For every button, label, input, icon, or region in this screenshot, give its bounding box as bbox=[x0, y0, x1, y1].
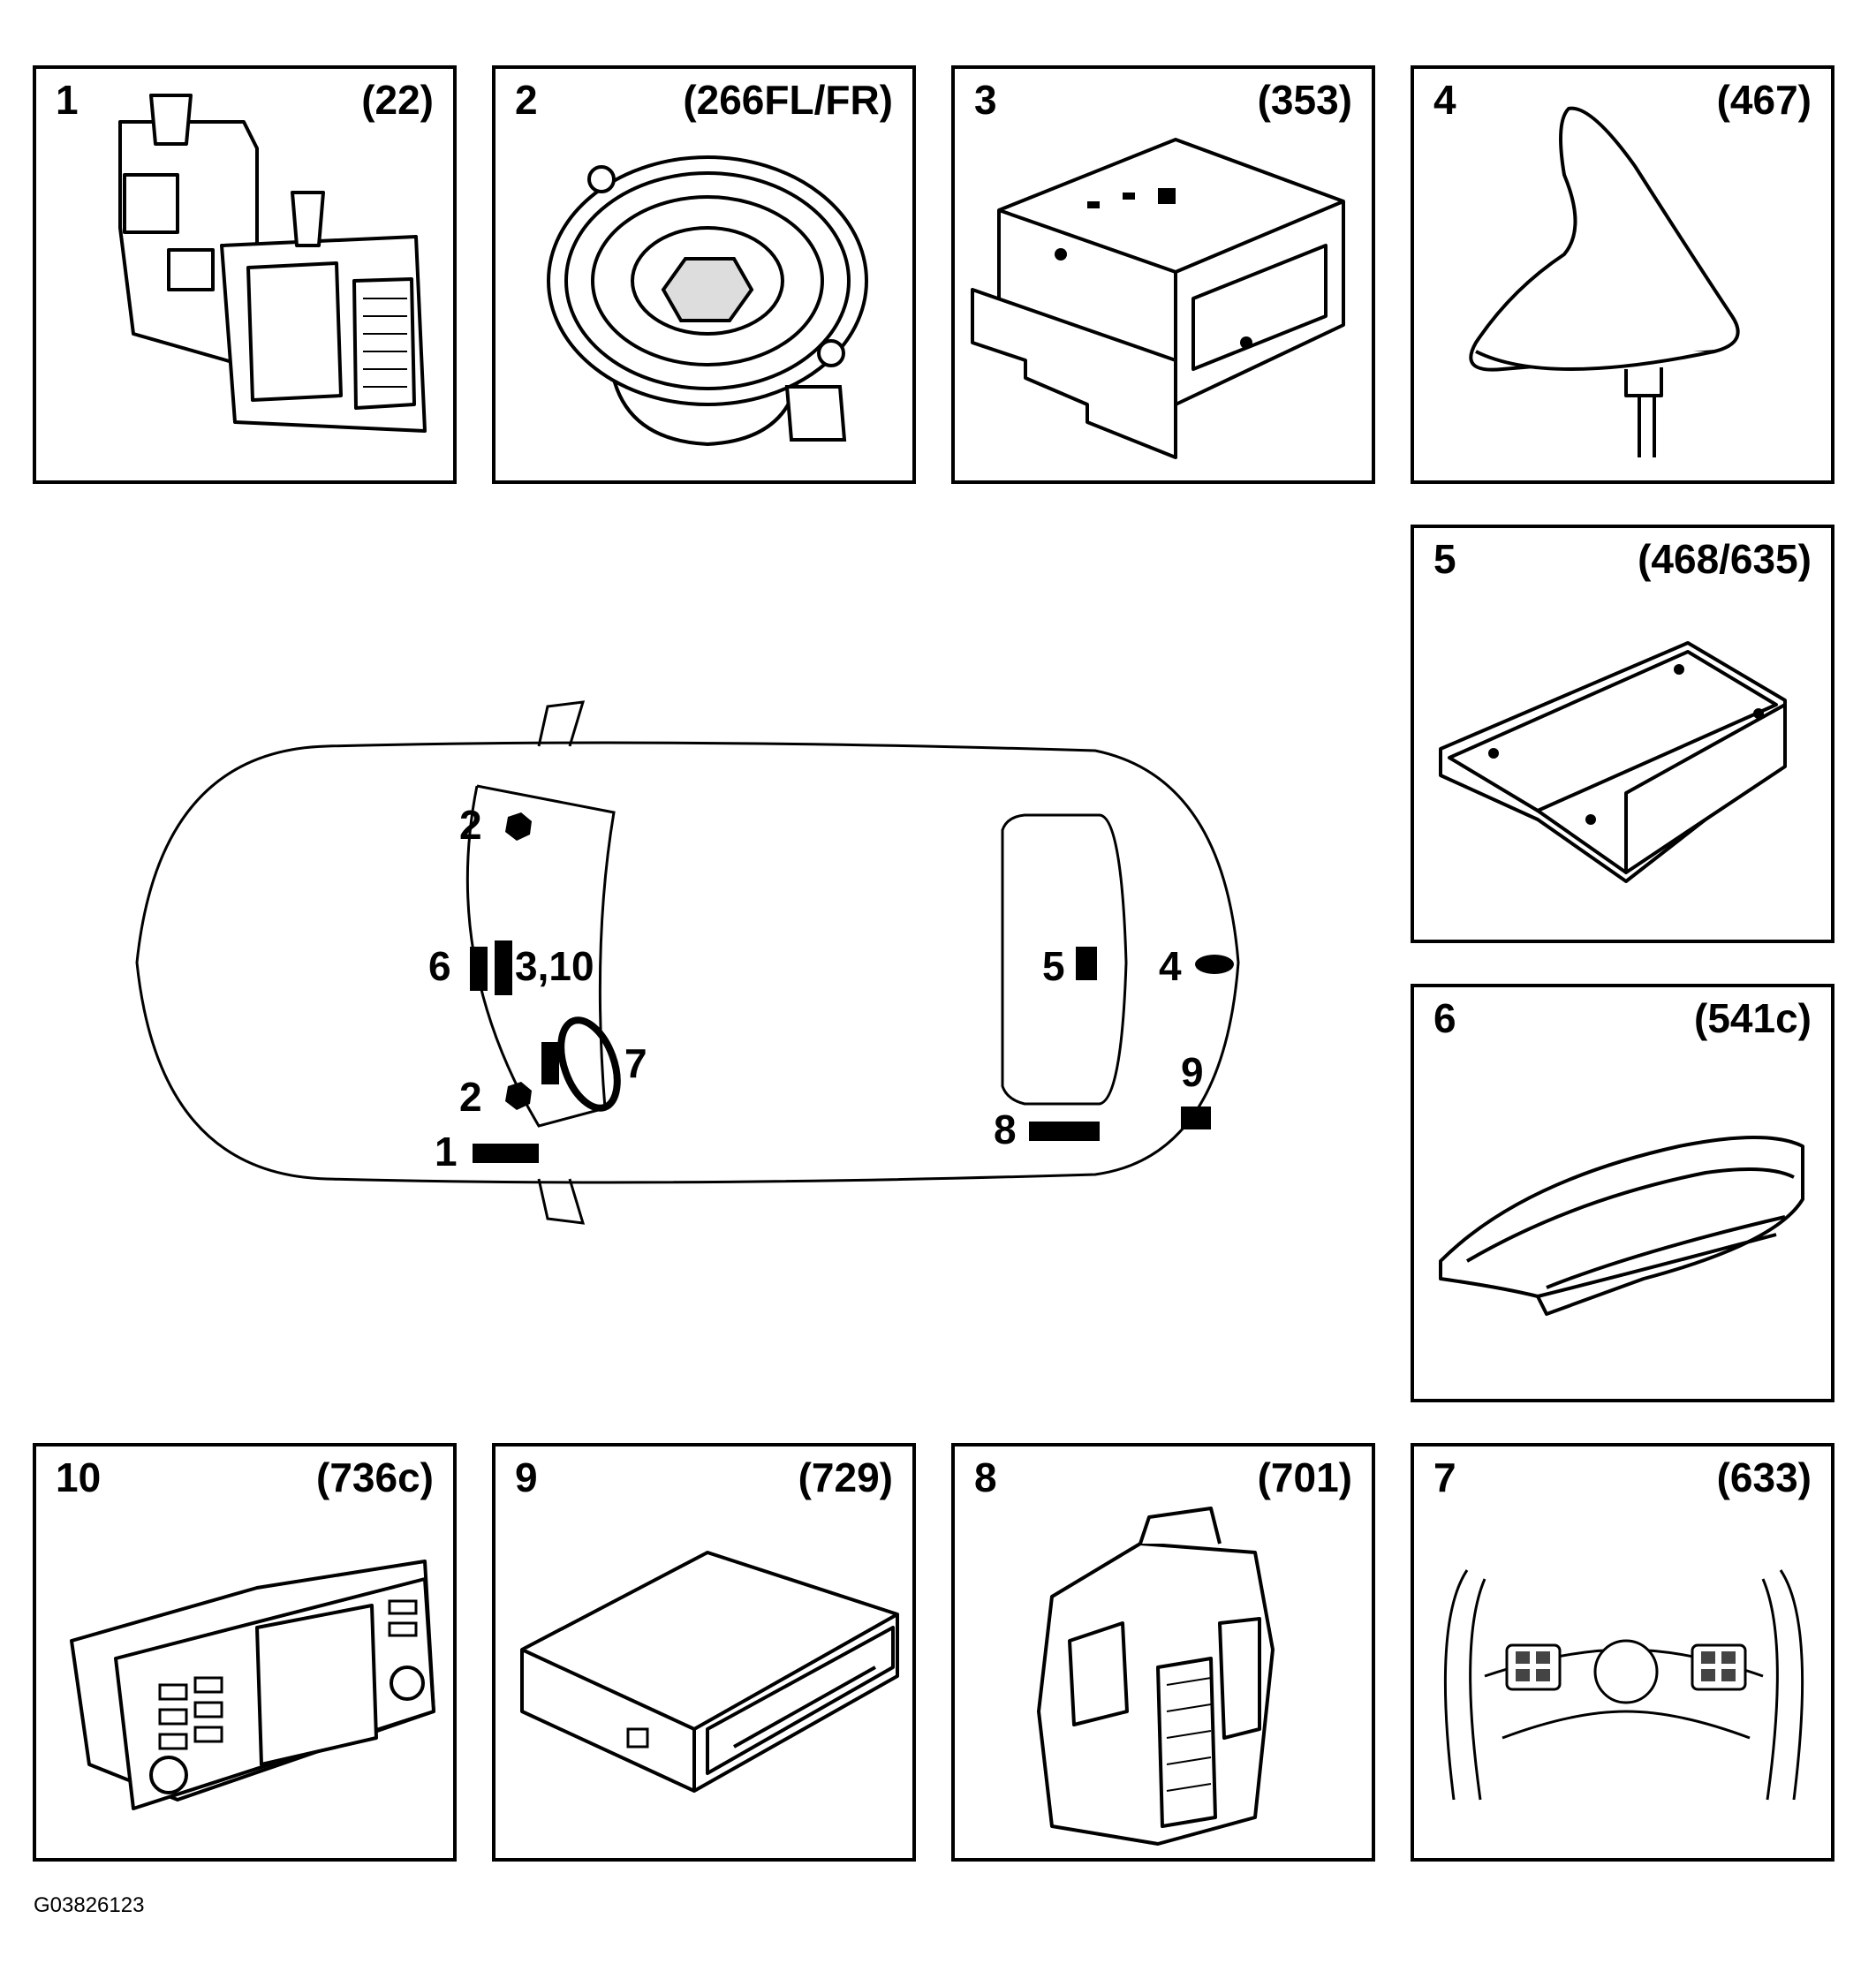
marker-radio-nav bbox=[495, 940, 512, 995]
car-label-3-10: 3,10 bbox=[515, 943, 594, 989]
car-label-8: 8 bbox=[994, 1107, 1017, 1152]
navigation-head-unit-icon bbox=[70, 1560, 435, 1810]
car-top-view-diagram: 2 2 6 3,10 7 1 5 4 9 8 bbox=[135, 700, 1240, 1225]
panel-code: (468/635) bbox=[1638, 536, 1812, 582]
mirror-left bbox=[537, 700, 586, 747]
component-panel-1: 1 (22) bbox=[33, 65, 457, 484]
mirror-right bbox=[537, 1178, 586, 1225]
panel-code: (633) bbox=[1716, 1454, 1812, 1500]
car-label-7: 7 bbox=[624, 1040, 647, 1086]
component-panel-10: 10 (736c) bbox=[33, 1443, 457, 1862]
cd-changer-icon bbox=[520, 1551, 899, 1793]
panel-code: (736c) bbox=[316, 1454, 434, 1500]
marker-cd-changer bbox=[1181, 1107, 1211, 1129]
panel-number: 10 bbox=[56, 1454, 102, 1500]
component-panel-8: 8 (701) bbox=[951, 1443, 1375, 1862]
marker-steering-block bbox=[541, 1042, 559, 1084]
marker-fusebox-front bbox=[473, 1144, 539, 1163]
car-label-1: 1 bbox=[435, 1129, 458, 1175]
control-module-icon bbox=[1439, 641, 1787, 883]
instrument-cluster-icon bbox=[1439, 1136, 1804, 1316]
panel-number: 1 bbox=[56, 77, 79, 123]
shark-fin-antenna-icon bbox=[1469, 106, 1740, 457]
panel-number: 3 bbox=[974, 77, 997, 123]
panel-number: 5 bbox=[1433, 536, 1456, 582]
component-panel-3: 3 (353) bbox=[951, 65, 1375, 484]
panel-number: 8 bbox=[974, 1454, 997, 1500]
car-label-2-rear: 2 bbox=[459, 1074, 482, 1120]
component-panel-9: 9 (729) bbox=[492, 1443, 916, 1862]
panel-number: 7 bbox=[1433, 1454, 1456, 1500]
car-label-2-front: 2 bbox=[459, 802, 482, 848]
component-panel-2: 2 (266FL/FR) bbox=[492, 65, 916, 484]
component-panel-4: 4 (467) bbox=[1411, 65, 1834, 484]
marker-cluster bbox=[470, 947, 488, 991]
component-panel-5: 5 (468/635) bbox=[1411, 525, 1834, 943]
marker-speaker-rear bbox=[505, 1082, 532, 1110]
marker-fusebox-rear bbox=[1029, 1122, 1100, 1141]
car-label-4: 4 bbox=[1159, 943, 1182, 989]
panel-number: 4 bbox=[1433, 77, 1456, 123]
panel-number: 2 bbox=[515, 77, 538, 123]
rear-window bbox=[1001, 813, 1128, 1106]
panel-code: (701) bbox=[1257, 1454, 1352, 1500]
car-label-5: 5 bbox=[1042, 943, 1065, 989]
panel-number: 9 bbox=[515, 1454, 538, 1500]
loudspeaker-icon bbox=[547, 155, 868, 447]
panel-number: 6 bbox=[1433, 995, 1456, 1041]
steering-wheel-controls-icon bbox=[1443, 1569, 1804, 1801]
panel-code: (467) bbox=[1716, 77, 1812, 123]
component-panel-7: 7 (633) bbox=[1411, 1443, 1834, 1862]
panel-code: (22) bbox=[361, 77, 434, 123]
car-body-outline bbox=[135, 741, 1240, 1184]
fuse-box-icon bbox=[1037, 1507, 1275, 1846]
component-panel-6: 6 (541c) bbox=[1411, 984, 1834, 1402]
figure-id: G03826123 bbox=[34, 1893, 145, 1917]
marker-speaker-front bbox=[505, 812, 532, 841]
panel-code: (266FL/FR) bbox=[683, 77, 893, 123]
marker-steering-wheel bbox=[557, 1016, 621, 1112]
radio-unit-icon bbox=[971, 138, 1345, 459]
panel-code: (541c) bbox=[1694, 995, 1812, 1041]
panel-code: (353) bbox=[1257, 77, 1352, 123]
fuse-relay-box-icon bbox=[118, 94, 427, 433]
windshield bbox=[465, 784, 616, 1128]
car-label-9: 9 bbox=[1181, 1049, 1204, 1095]
panel-code: (729) bbox=[798, 1454, 893, 1500]
car-label-6: 6 bbox=[428, 943, 451, 989]
marker-module bbox=[1076, 947, 1097, 980]
marker-antenna bbox=[1195, 955, 1234, 974]
